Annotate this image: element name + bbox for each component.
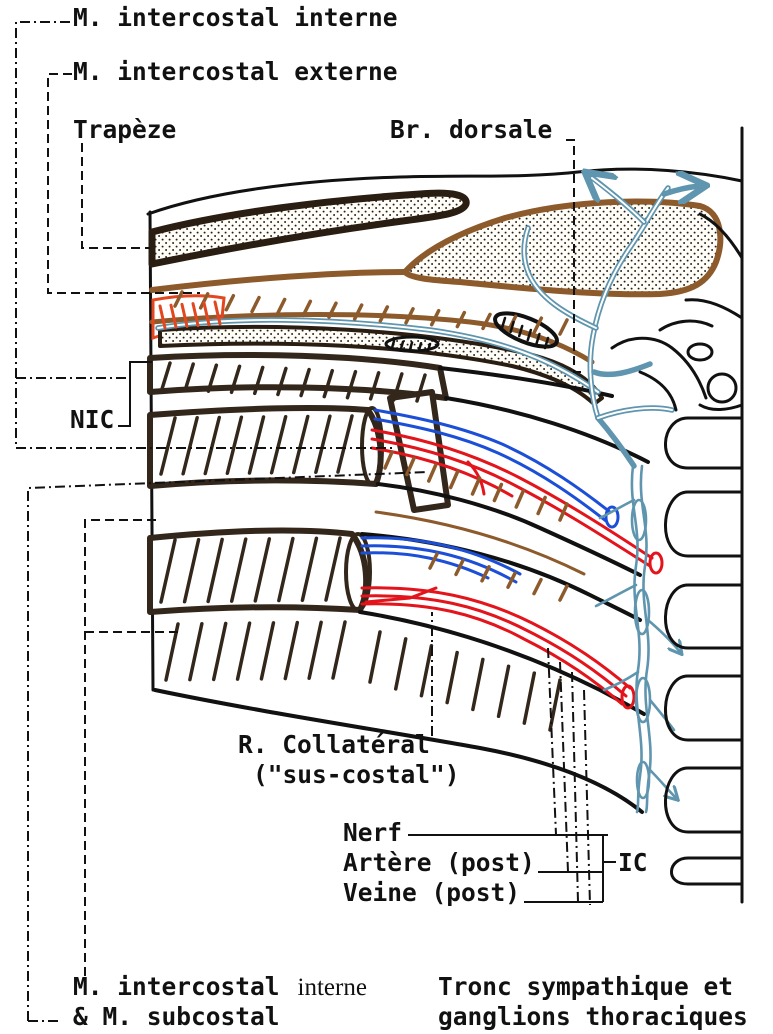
label-r-collateral: R. Collatéral: [238, 733, 430, 757]
label-intercostal-externe: M. intercostal externe: [73, 60, 398, 84]
hatch-stroke: [499, 666, 509, 716]
label-nerf: Nerf: [343, 821, 402, 845]
leader-nic-bracket: [118, 362, 152, 426]
hatch-stroke: [560, 586, 567, 600]
hatch-stroke: [252, 298, 259, 312]
label-intercostal-interne-bottom: M. intercostal interne: [73, 975, 367, 1000]
label-artere: Artère (post): [343, 851, 535, 875]
label-intercostal-interne: M. intercostal interne: [73, 6, 398, 30]
hatch-stroke: [421, 646, 431, 696]
label-ic: IC: [618, 851, 648, 875]
hatch-stroke: [370, 632, 380, 682]
hatch-stroke: [190, 624, 202, 680]
leader-veine-vertical: [572, 672, 578, 902]
hatch-stroke: [516, 491, 523, 507]
leader-nerf-vertical: [548, 648, 556, 835]
hatch-stroke: [473, 659, 483, 709]
label-intercostal-part: M. intercostal: [73, 972, 280, 1001]
trapezius-muscle: [152, 193, 466, 264]
hatch-stroke: [524, 673, 534, 723]
hatch-stroke: [285, 623, 297, 679]
label-tronc-sympathique: Tronc sympathique et: [438, 975, 733, 999]
hatch-stroke: [451, 472, 458, 488]
leader-artere-vertical: [560, 662, 568, 872]
hatch-stroke: [278, 299, 285, 313]
hatch-stroke: [447, 653, 457, 703]
label-ganglions-thoraciques: ganglions thoraciques: [438, 1005, 748, 1029]
ic-bracket: [603, 835, 616, 902]
hatch-stroke: [226, 296, 233, 310]
label-trapeze: Trapèze: [73, 118, 176, 142]
label-veine: Veine (post): [343, 881, 520, 905]
hatch-stroke: [396, 639, 406, 689]
leader-trapeze: [82, 143, 150, 248]
label-nic: NIC: [70, 408, 114, 432]
hatch-stroke: [261, 623, 273, 679]
hatch-stroke: [309, 622, 321, 678]
label-subcostal: & M. subcostal: [73, 1005, 280, 1029]
hatch-stroke: [333, 622, 345, 678]
label-interne-handwritten: interne: [298, 974, 367, 1001]
hatch-stroke: [473, 478, 480, 494]
label-br-dorsale: Br. dorsale: [390, 118, 552, 142]
vertebral-column: [612, 214, 742, 884]
hatch-stroke: [385, 452, 392, 468]
label-sus-costal: ("sus-costal"): [253, 763, 460, 787]
hatch-stroke: [534, 580, 541, 594]
hatch-stroke: [560, 320, 567, 334]
hatch-stroke: [238, 623, 250, 679]
hatch-stroke: [214, 623, 226, 679]
